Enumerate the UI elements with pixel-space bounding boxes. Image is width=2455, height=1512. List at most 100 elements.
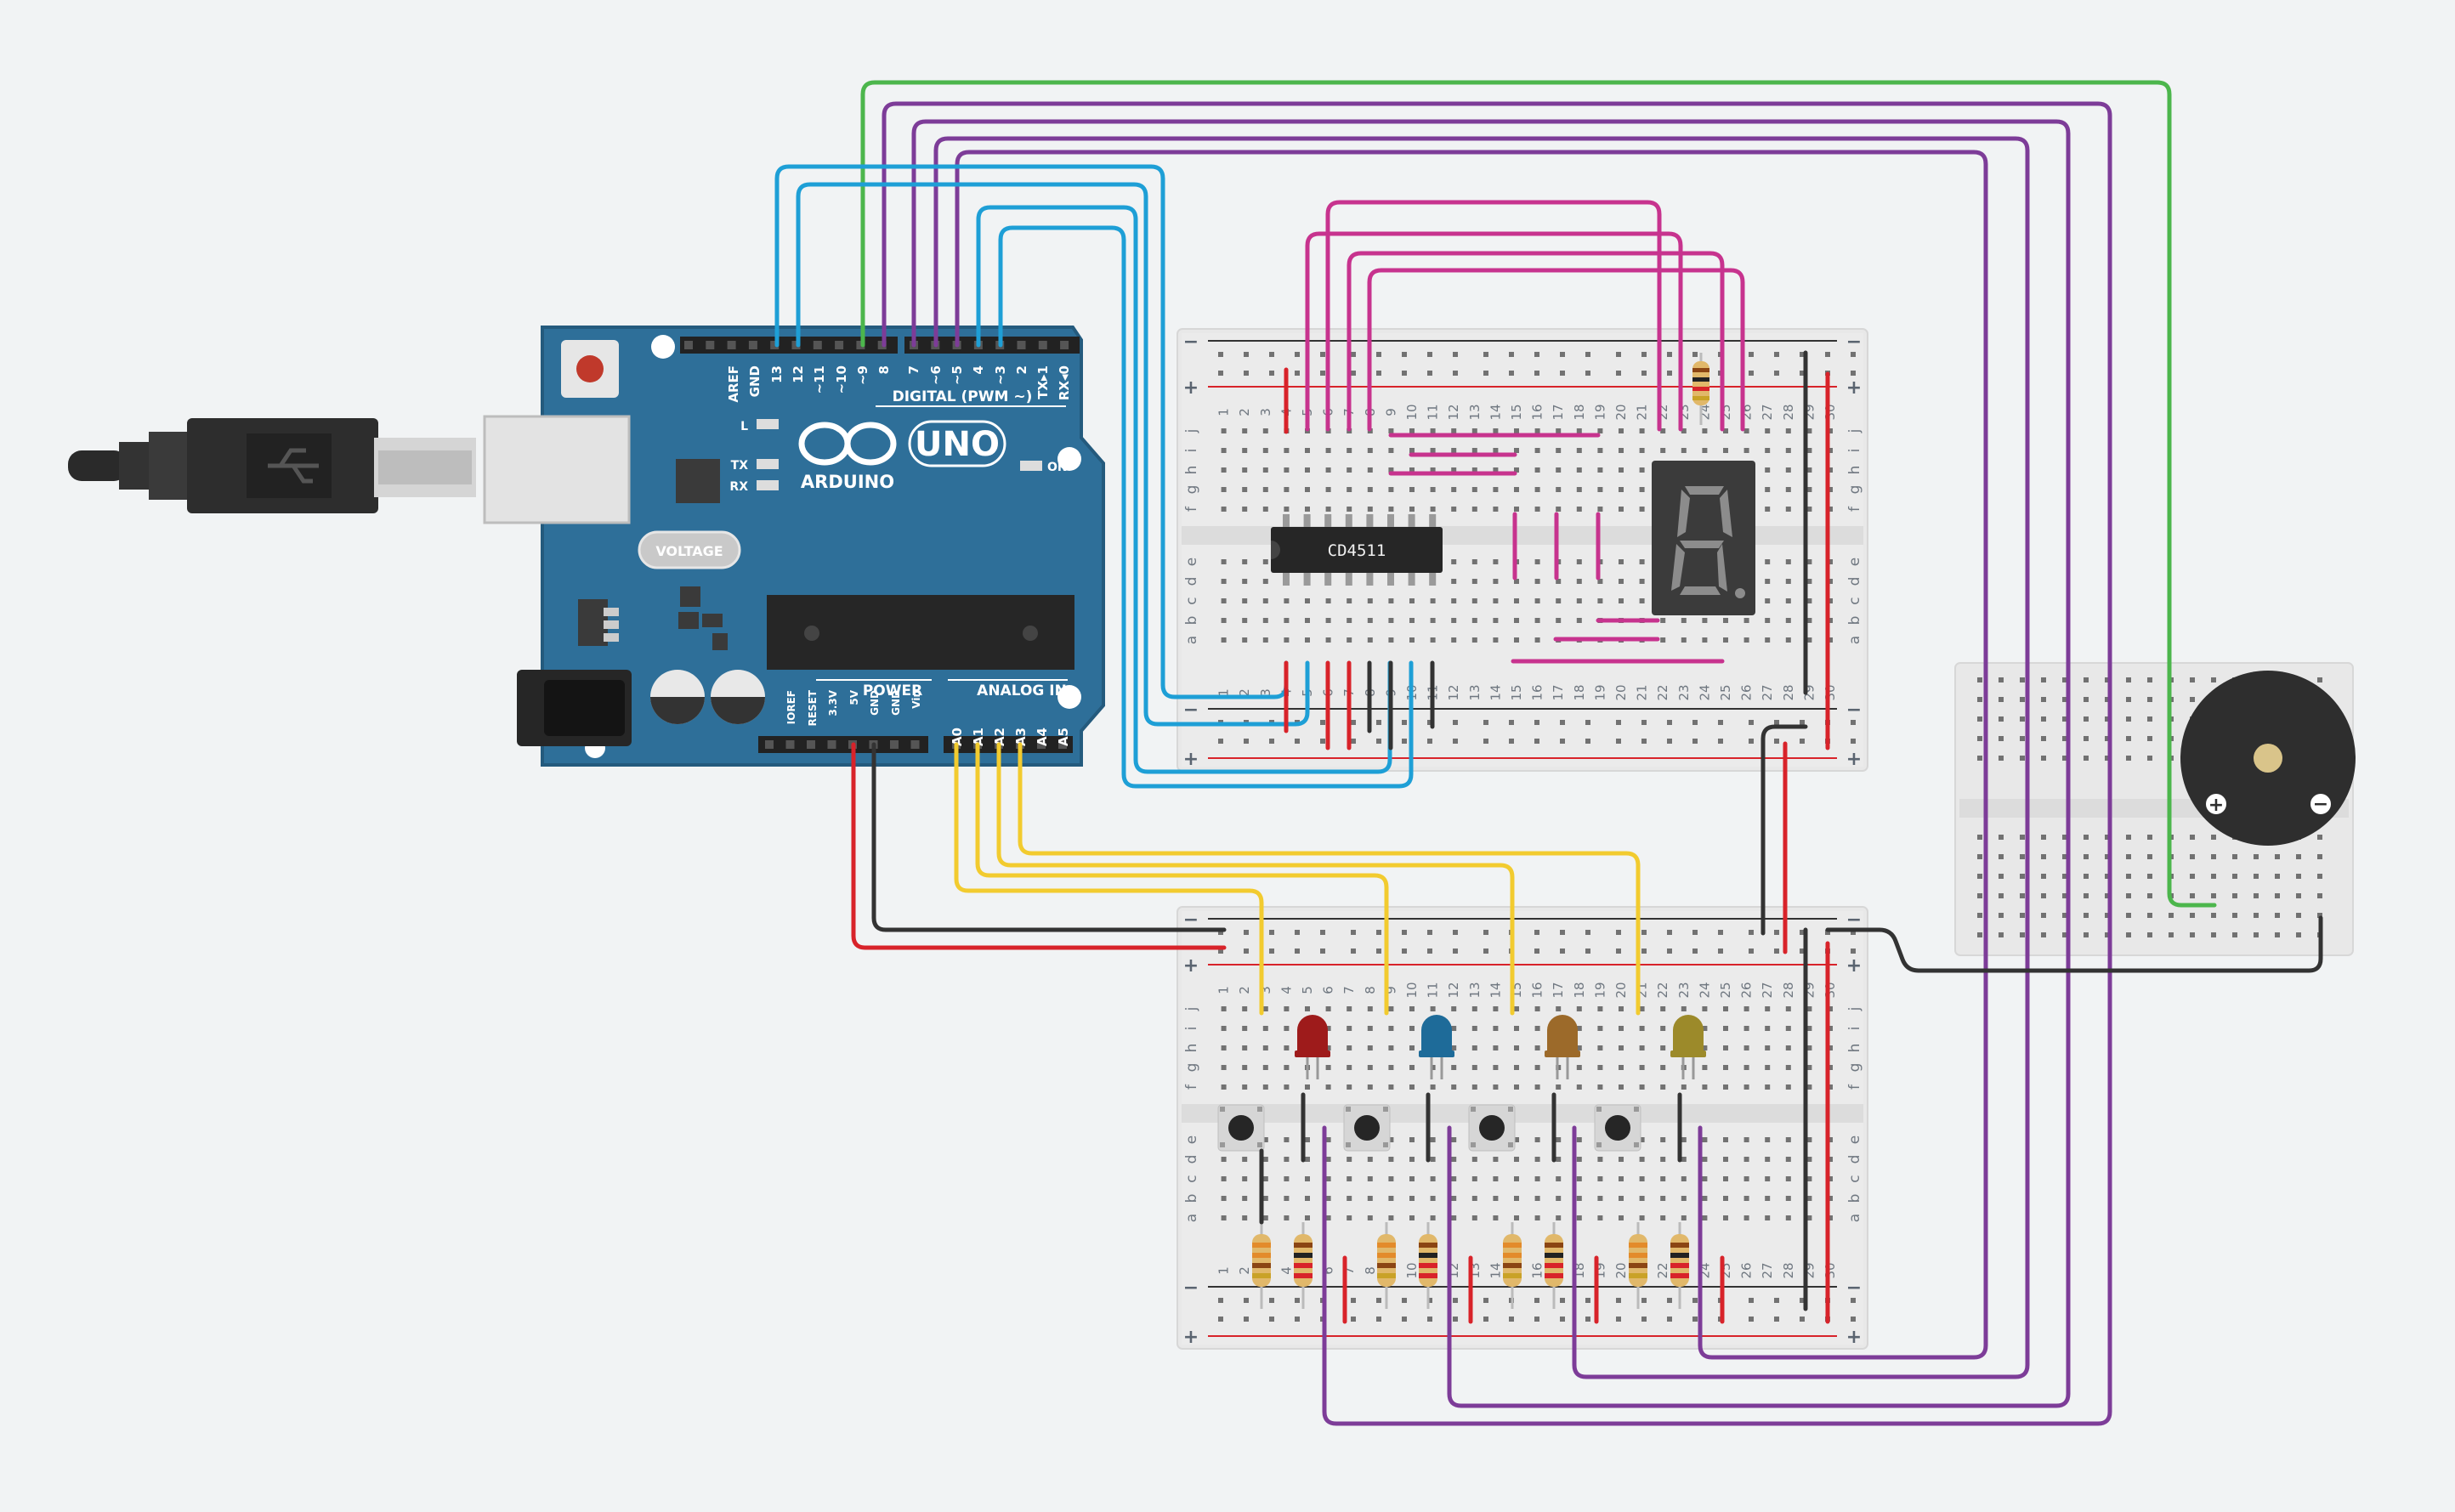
- header-socket[interactable]: [835, 341, 844, 349]
- header-socket[interactable]: [770, 341, 780, 349]
- led-2[interactable]: [1419, 1015, 1454, 1079]
- wire-purple-1[interactable]: [882, 101, 2112, 1426]
- analog-pin-label: A2: [992, 728, 1007, 746]
- resistor-top[interactable]: [1692, 353, 1709, 425]
- header-socket[interactable]: [827, 740, 836, 749]
- column-number: 30: [1823, 1262, 1838, 1278]
- wire-yellow-4[interactable]: [1018, 742, 1641, 1016]
- column-number: 10: [1404, 1262, 1420, 1278]
- wire-purple-4[interactable]: [955, 150, 1988, 1360]
- wire-yellow-3[interactable]: [996, 742, 1515, 1016]
- header-socket[interactable]: [748, 341, 757, 349]
- row-letter: b: [1846, 616, 1863, 626]
- header-socket[interactable]: [1038, 341, 1047, 349]
- led-rx-label: RX: [729, 480, 748, 494]
- bottom-board-components[interactable]: [1217, 1015, 1706, 1309]
- wire-yellow-1[interactable]: [954, 742, 1264, 1016]
- wire-magenta-3[interactable]: [1347, 251, 1725, 432]
- digital-header[interactable]: [680, 337, 1080, 354]
- digital-pin-label: 13: [769, 365, 785, 383]
- wire-black-rail[interactable]: [1760, 724, 1808, 936]
- pushbutton-3[interactable]: [1468, 1104, 1516, 1152]
- wire-blue-4[interactable]: [998, 225, 1414, 789]
- capacitor-left: [650, 670, 705, 724]
- power-jack: [517, 670, 632, 746]
- header-socket[interactable]: [785, 740, 795, 749]
- cd4511-chip[interactable]: CD4511: [1271, 514, 1443, 586]
- column-number: 22: [1655, 982, 1670, 998]
- pushbutton-4[interactable]: [1594, 1104, 1641, 1152]
- wire-magenta-1[interactable]: [1305, 231, 1683, 432]
- piezo-buzzer[interactable]: + −: [2180, 671, 2356, 846]
- row-letter: g: [1846, 1063, 1863, 1073]
- wire-blue-2[interactable]: [796, 182, 1310, 727]
- digital-pin-label: RX◂0: [1057, 365, 1072, 400]
- wires[interactable]: [774, 80, 2323, 1426]
- column-number: 20: [1613, 982, 1629, 998]
- wire-red-5v[interactable]: [851, 742, 1227, 950]
- led-4[interactable]: [1670, 1015, 1706, 1079]
- row-letter: e: [1846, 1135, 1863, 1144]
- resistor-8[interactable]: [1670, 1222, 1689, 1309]
- wire-purple-3[interactable]: [933, 136, 2030, 1379]
- pushbutton-2[interactable]: [1343, 1104, 1391, 1152]
- resistor-6[interactable]: [1545, 1222, 1563, 1309]
- header-socket[interactable]: [1058, 740, 1067, 749]
- wire-magenta-2[interactable]: [1325, 200, 1662, 432]
- row-letter: g: [1846, 485, 1863, 495]
- header-socket[interactable]: [910, 740, 920, 749]
- row-letter: j: [1846, 429, 1863, 434]
- resistor-3[interactable]: [1377, 1222, 1396, 1309]
- resistor-2[interactable]: [1294, 1222, 1313, 1309]
- header-socket[interactable]: [807, 740, 815, 749]
- row-letter: a: [1183, 636, 1200, 644]
- header-socket[interactable]: [684, 341, 693, 349]
- digital-pin-label: AREF: [726, 365, 741, 403]
- led-1[interactable]: [1295, 1015, 1330, 1079]
- column-number: 15: [1509, 404, 1524, 420]
- column-number: 10: [1404, 404, 1420, 420]
- column-number: 3: [1258, 986, 1273, 994]
- header-socket[interactable]: [706, 341, 715, 349]
- column-number: 12: [1446, 404, 1461, 420]
- wire-black-buzzer[interactable]: [1825, 915, 2323, 973]
- led-3[interactable]: [1545, 1015, 1580, 1079]
- column-number: 16: [1530, 1262, 1545, 1278]
- resistor-7[interactable]: [1629, 1222, 1647, 1309]
- column-number: 18: [1572, 982, 1587, 998]
- wire-green-buzzer[interactable]: [860, 80, 2217, 908]
- wire-blue-1[interactable]: [774, 164, 1289, 699]
- header-socket[interactable]: [856, 341, 865, 349]
- led-tx-label: TX: [731, 459, 749, 473]
- header-socket[interactable]: [1060, 341, 1069, 349]
- breadboard-bottom[interactable]: −−++−−++11223344556677889910101111121213…: [1176, 906, 1868, 1350]
- reset-button[interactable]: [561, 340, 619, 398]
- column-number: 26: [1739, 982, 1755, 998]
- resistor-4[interactable]: [1419, 1222, 1437, 1309]
- power-pin-label: Vin: [910, 690, 922, 709]
- header-socket[interactable]: [1037, 740, 1046, 749]
- resistor-1[interactable]: [1252, 1222, 1271, 1309]
- header-socket[interactable]: [813, 341, 822, 349]
- wire-blue-3[interactable]: [976, 205, 1392, 774]
- column-number: 13: [1467, 684, 1483, 700]
- header-socket[interactable]: [727, 341, 736, 349]
- resistor-5[interactable]: [1503, 1222, 1522, 1309]
- wire-purple-2[interactable]: [911, 119, 2071, 1408]
- wire-magenta-4[interactable]: [1367, 268, 1745, 432]
- header-socket[interactable]: [890, 740, 899, 749]
- header-socket[interactable]: [765, 740, 774, 749]
- pushbutton-1[interactable]: [1217, 1104, 1265, 1152]
- column-number: 18: [1572, 404, 1587, 420]
- power-header[interactable]: [758, 736, 928, 753]
- column-number: 19: [1592, 982, 1607, 998]
- arduino-uno-board[interactable]: VOLTAGE ARDUINO UNO L TX RX: [483, 326, 1105, 767]
- seven-segment-display[interactable]: [1652, 461, 1755, 615]
- row-letter: i: [1183, 449, 1200, 453]
- header-socket[interactable]: [1017, 341, 1026, 349]
- row-letter: d: [1846, 1155, 1863, 1164]
- wire-yellow-2[interactable]: [975, 742, 1389, 1016]
- column-number: 27: [1760, 1262, 1775, 1278]
- wire-black-gnd[interactable]: [871, 742, 1227, 932]
